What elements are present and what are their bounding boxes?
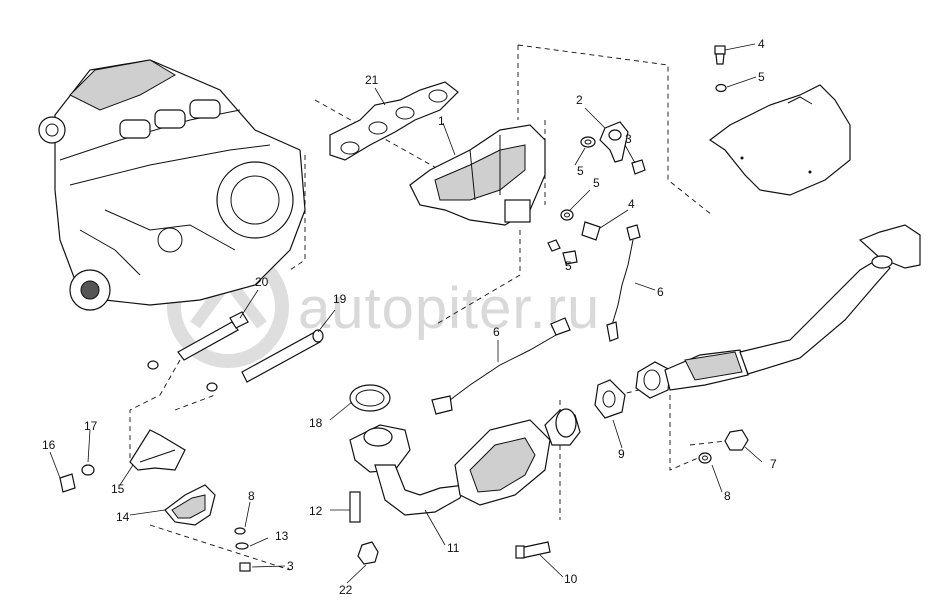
watermark-text: autopiter.ru — [298, 276, 600, 341]
callout-16: 16 — [42, 438, 56, 452]
callout-6-right: 6 — [657, 285, 664, 299]
callout-15: 15 — [111, 482, 125, 496]
callout-numbers: 1 2 3 3 4 4 5 5 5 5 6 6 7 8 8 9 10 11 12… — [42, 37, 777, 597]
leader-lines — [49, 43, 763, 584]
manifold-hardware — [547, 45, 727, 265]
rear-pipe-muffler — [635, 224, 921, 399]
callout-1: 1 — [438, 114, 445, 128]
callout-18: 18 — [309, 416, 323, 430]
callout-12: 12 — [309, 504, 323, 518]
callout-20: 20 — [255, 275, 269, 289]
callout-17: 17 — [84, 419, 98, 433]
callout-5-d: 5 — [565, 259, 572, 273]
pipe-bolts — [349, 491, 551, 565]
rear-nuts — [698, 429, 749, 464]
callout-2: 2 — [576, 93, 583, 107]
front-pipe-catalytic-converter — [349, 408, 581, 516]
callout-11: 11 — [447, 541, 460, 555]
callout-7: 7 — [770, 457, 777, 471]
mount-bolts — [147, 311, 324, 392]
lower-small-hardware — [234, 527, 251, 572]
callout-14: 14 — [116, 510, 130, 524]
support-bracket — [59, 429, 186, 493]
watermark: autopiter.ru — [167, 246, 600, 368]
callout-19: 19 — [333, 292, 347, 306]
callout-22: 22 — [339, 583, 353, 597]
flange-gasket — [594, 379, 626, 419]
callout-8-right: 8 — [724, 489, 731, 503]
callout-21: 21 — [365, 73, 379, 87]
callout-3-upper: 3 — [625, 132, 632, 146]
flange-gasket-ring — [349, 384, 391, 412]
callout-5-a: 5 — [758, 70, 765, 84]
exhaust-manifold — [409, 124, 546, 226]
lower-hanger — [164, 484, 216, 526]
callout-5-b: 5 — [577, 164, 584, 178]
callout-6-left: 6 — [493, 325, 500, 339]
callout-8-left: 8 — [248, 489, 255, 503]
callout-5-c: 5 — [593, 176, 600, 190]
callout-13: 13 — [275, 529, 289, 543]
callout-4-lower: 4 — [628, 197, 635, 211]
callout-9: 9 — [618, 447, 625, 461]
oxygen-sensors — [431, 224, 641, 415]
callout-3-lower: 3 — [287, 559, 294, 573]
manifold-gasket — [329, 81, 459, 161]
engine-block — [38, 59, 306, 311]
heat-shield — [708, 84, 851, 196]
callout-10: 10 — [564, 572, 578, 586]
callout-4-upper: 4 — [758, 37, 765, 51]
